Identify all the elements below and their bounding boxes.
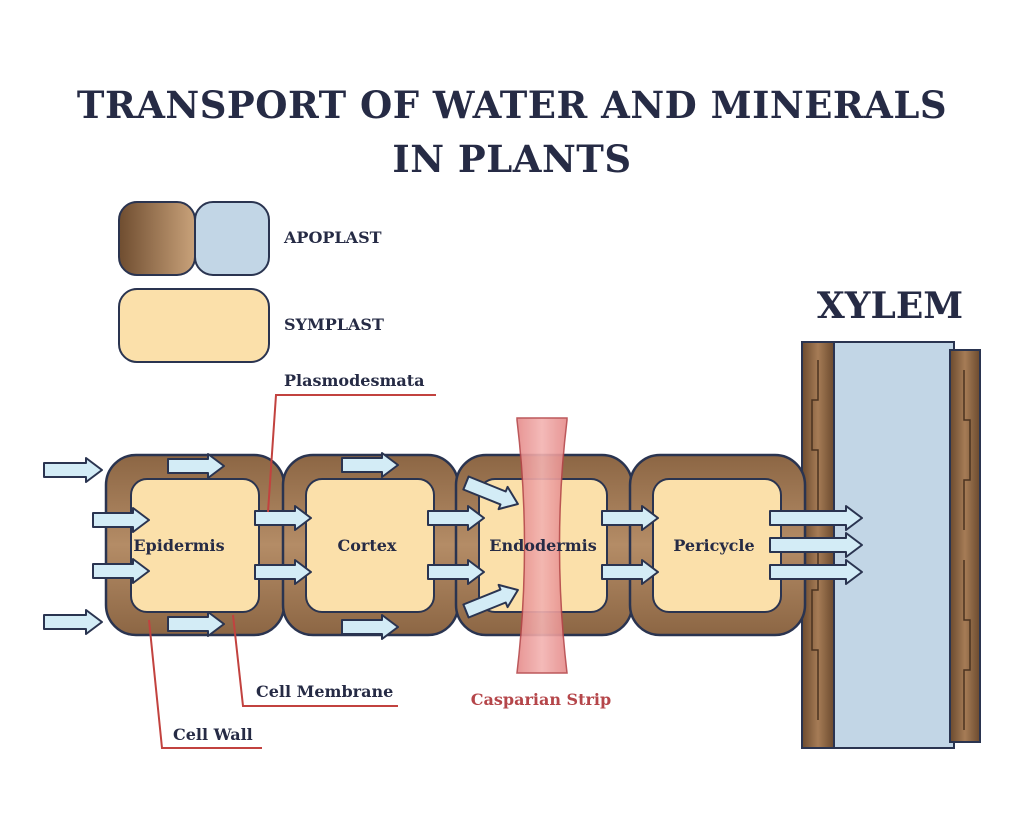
cell-label-cortex: Cortex — [338, 536, 397, 555]
flow-arrow-icon — [92, 558, 150, 584]
plasmodesmata-label: Plasmodesmata — [284, 371, 425, 390]
flow-arrow-icon — [462, 583, 519, 619]
plasmodesmata-leader — [267, 394, 436, 513]
legend-apoplast-label: APOPLAST — [283, 228, 382, 247]
flow-arrow-icon — [43, 609, 103, 635]
flow-arrow-icon — [427, 559, 485, 585]
xylem-vessel — [801, 341, 981, 749]
casparian-strip-label: Casparian Strip — [471, 690, 611, 709]
flow-arrow-icon — [769, 559, 863, 585]
flow-arrow-icon — [769, 505, 863, 531]
flow-arrow-icon — [167, 611, 225, 637]
title-line-1: TRANSPORT OF WATER AND MINERALS — [77, 83, 947, 127]
cell-membrane-label: Cell Membrane — [256, 682, 393, 701]
flow-arrow-icon — [601, 505, 659, 531]
cell-pericycle — [628, 453, 807, 637]
cell-label-epidermis: Epidermis — [133, 536, 224, 555]
title-line-2: IN PLANTS — [392, 137, 631, 181]
flow-arrow-icon — [92, 507, 150, 533]
flow-arrow-icon — [427, 505, 485, 531]
symplast-swatch — [118, 288, 270, 363]
flow-arrow-icon — [167, 453, 225, 479]
xylem-wall-texture-left — [811, 360, 819, 720]
cell-wall-label: Cell Wall — [173, 725, 253, 744]
flow-arrow-icon — [462, 475, 519, 511]
flow-arrow-icon — [341, 452, 399, 478]
leader-lines — [148, 394, 436, 749]
cell-cortex — [281, 453, 460, 637]
casparian-strip — [516, 417, 568, 674]
cell-wall-leader — [148, 619, 262, 749]
water-flow-arrows — [43, 452, 863, 640]
xylem-wall-right — [949, 349, 981, 743]
flow-arrow-icon — [254, 559, 312, 585]
legend-symplast-label: SYMPLAST — [284, 315, 384, 334]
flow-arrow-icon — [601, 559, 659, 585]
cell-membrane-leader — [232, 614, 398, 707]
cell-label-pericycle: Pericycle — [673, 536, 754, 555]
legend: APOPLAST SYMPLAST — [118, 201, 384, 363]
flow-arrow-icon — [43, 457, 103, 483]
xylem-wall-texture-right — [963, 370, 971, 730]
xylem-label: XYLEM — [817, 285, 963, 327]
apoplast-swatch-blue — [194, 201, 270, 276]
flow-arrow-icon — [341, 614, 399, 640]
apoplast-swatch-brown — [118, 201, 196, 276]
cell-epidermis — [104, 453, 286, 637]
flow-arrow-icon — [769, 532, 863, 558]
cell-label-endodermis: Endodermis — [489, 536, 597, 555]
